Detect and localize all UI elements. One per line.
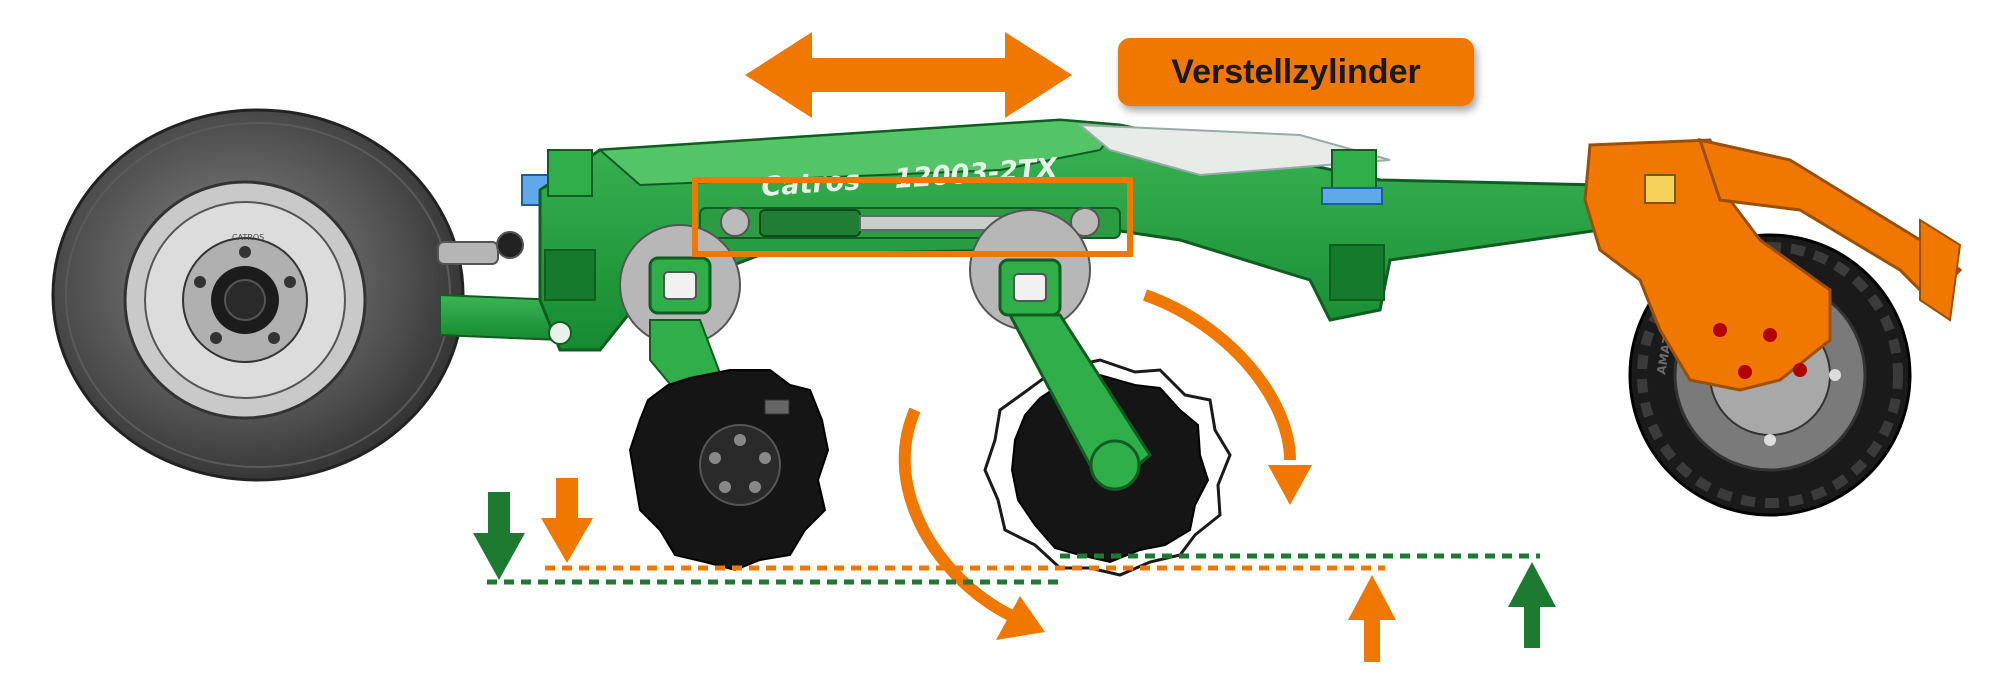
- callout-label: Verstellzylinder: [1118, 38, 1474, 106]
- front-disc: [628, 369, 830, 572]
- arrow-down-orange-icon: [541, 478, 593, 563]
- machine-logo: Catros: [760, 165, 861, 203]
- arrow-up-orange-icon: [1348, 575, 1396, 662]
- double-headed-arrow-icon: [745, 32, 1072, 118]
- arrow-up-green-icon: [1508, 562, 1556, 648]
- transport-wheel: CATROS: [51, 108, 465, 482]
- hub-label: CATROS: [232, 233, 264, 242]
- curved-arrow-left-icon: [898, 407, 1045, 640]
- cylinder-highlight-frame: [692, 177, 1133, 257]
- curved-arrow-right-icon: [1142, 289, 1312, 505]
- rear-disc: [969, 209, 1232, 577]
- packer-roller: AMAZONE: [1583, 137, 1963, 517]
- callout-label-text: Verstellzylinder: [1171, 53, 1420, 91]
- arrow-down-green-icon: [473, 492, 525, 580]
